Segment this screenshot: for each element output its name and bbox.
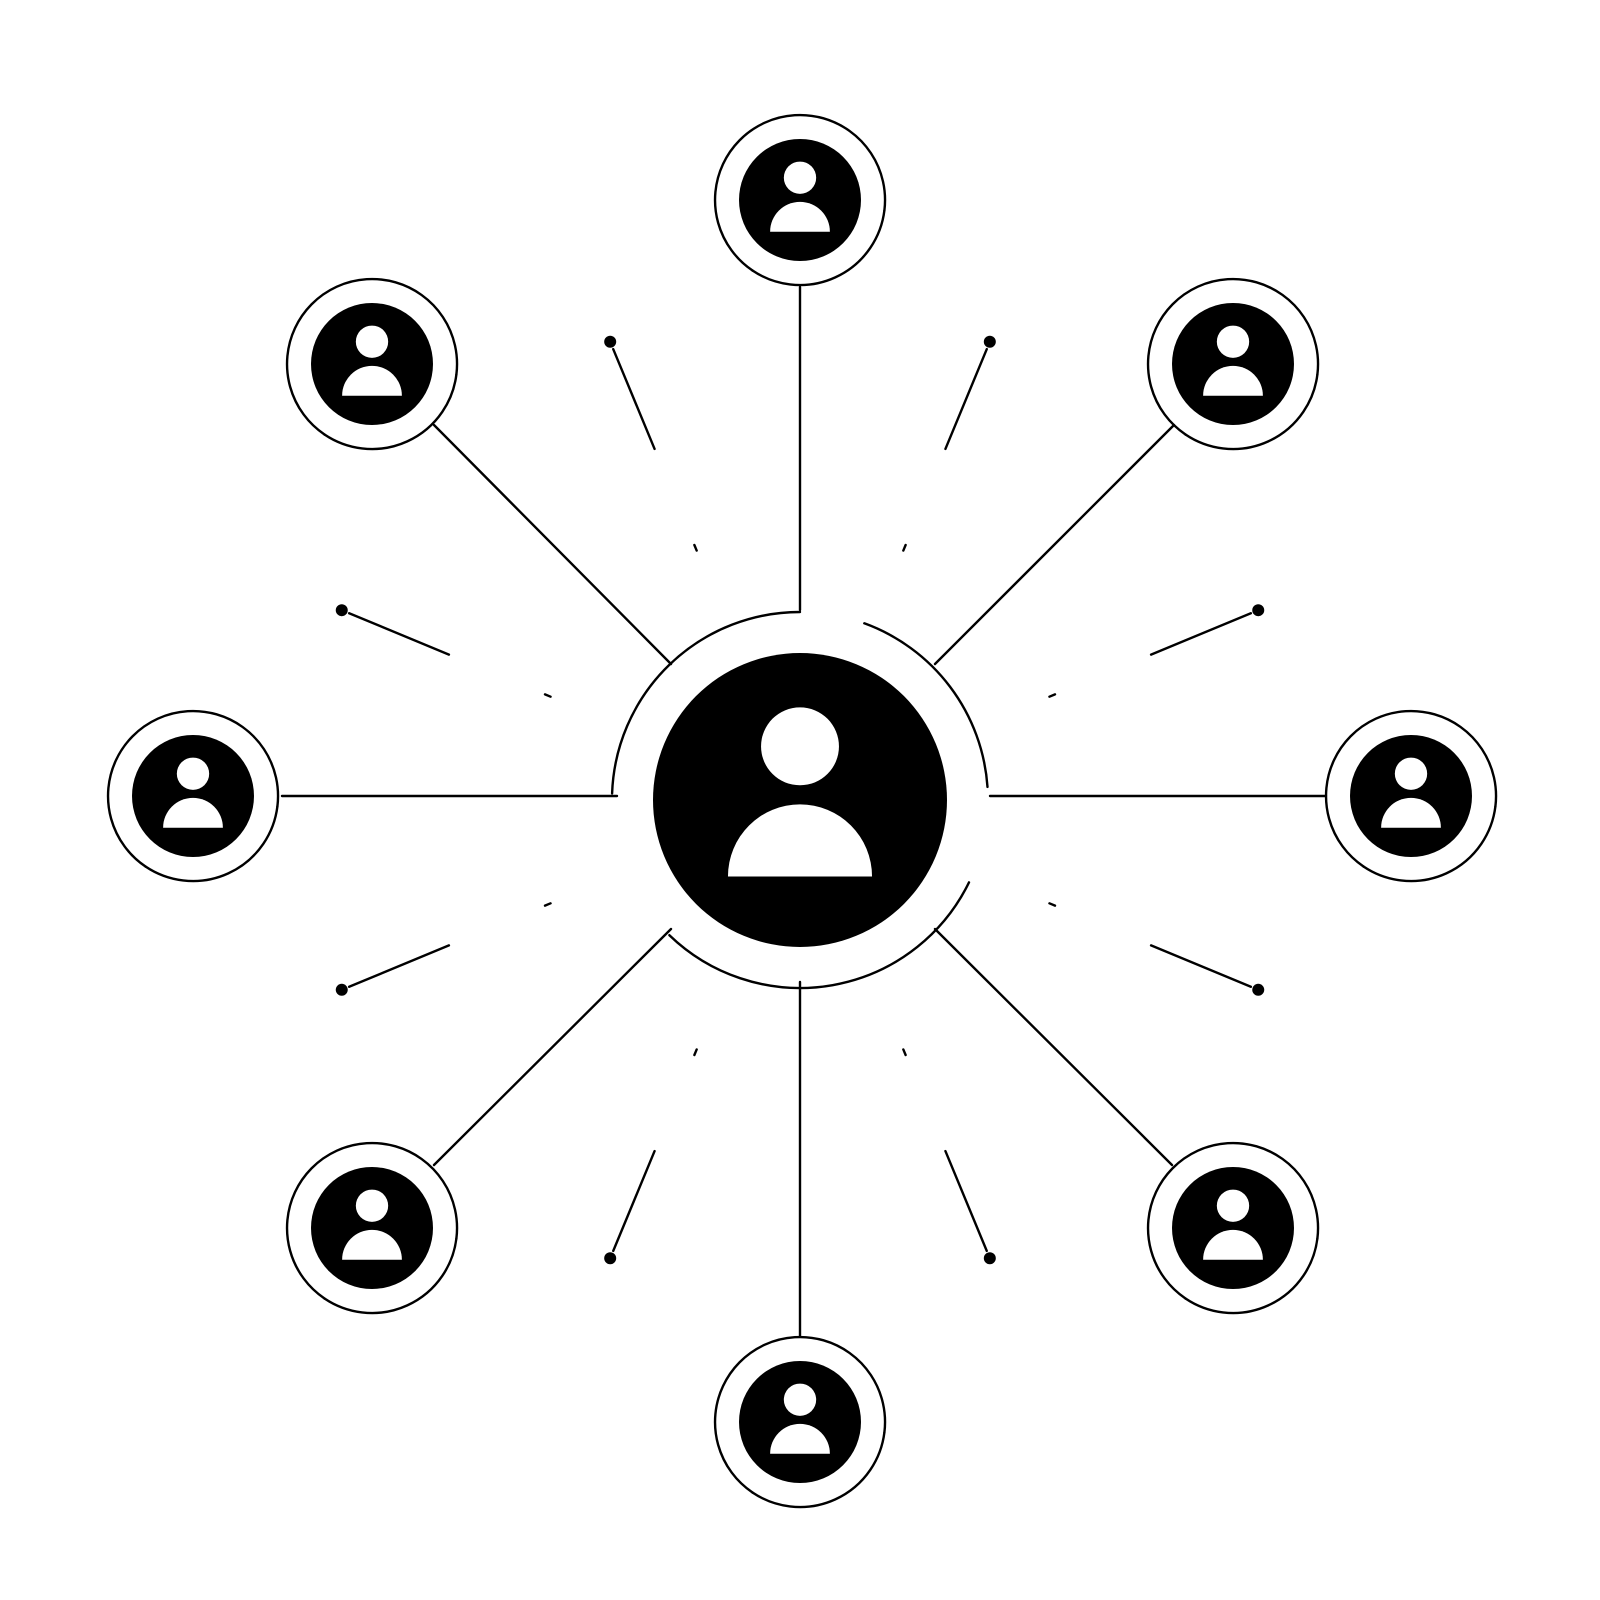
node-top-left: [285, 277, 459, 451]
node-top-user-icon-disc: [739, 139, 861, 261]
hub-ring-arc-bottom: [668, 881, 971, 990]
decor-ray-dot-1: [983, 335, 996, 348]
decor-tick-5: [693, 1048, 698, 1057]
node-bottom-right-user-icon: [1172, 1167, 1294, 1289]
node-right: [1324, 709, 1498, 883]
node-bottom-ring-outer: [713, 1335, 887, 1494]
node-bottom-right-user-icon-head: [1216, 1189, 1250, 1222]
node-bottom-user-icon-disc: [739, 1361, 861, 1483]
connector-line-node-bottom-right: [933, 927, 1174, 1167]
connector-line-node-bottom-left: [432, 927, 673, 1167]
decor-ray-0: [612, 347, 656, 451]
node-top-right-ring: [1184, 373, 1319, 451]
decor-ray-dot-3: [1252, 983, 1265, 996]
node-top-ring-outer: [713, 113, 887, 272]
node-bottom-left-ring: [323, 1237, 458, 1315]
decor-ray-5: [612, 1149, 656, 1253]
hub-user-icon-disc: [653, 653, 947, 947]
node-bottom-left-user-icon-body: [342, 1229, 402, 1260]
node-top-right-user-icon-disc: [1172, 303, 1294, 425]
decor-tick-6: [543, 902, 552, 907]
node-top-right-user-icon-body: [1203, 365, 1263, 396]
decorative-rays: [335, 335, 1265, 1265]
node-bottom-user-icon-head: [783, 1383, 817, 1416]
node-top-left-user-icon-body: [342, 365, 402, 396]
connector-line-node-top-left: [432, 423, 673, 666]
node-bottom-user-icon: [739, 1361, 861, 1483]
node-top-ring: [751, 209, 886, 287]
decor-ray-4: [944, 1149, 988, 1253]
node-bottom-right-ring: [1184, 1237, 1319, 1315]
node-bottom-left-ring-outer: [285, 1141, 459, 1300]
hub-ring-arc-upper-right: [863, 622, 989, 789]
node-left-user-icon: [132, 735, 254, 857]
decor-tick-1: [902, 543, 907, 552]
node-right-ring: [1362, 805, 1497, 883]
node-right-user-icon-disc: [1350, 735, 1472, 857]
decor-tick-2: [1048, 693, 1057, 698]
peripheral-user-nodes: [106, 113, 1498, 1509]
node-left-ring-outer: [106, 709, 280, 868]
node-bottom-left-user-icon-head: [355, 1189, 389, 1222]
decor-tick-4: [902, 1048, 907, 1057]
decor-ray-dot-0: [604, 335, 617, 348]
connector-lines: [280, 285, 1328, 1338]
hub-ring-arc-upper-left: [610, 610, 802, 795]
node-top-right-ring-outer: [1146, 277, 1320, 436]
node-bottom-right-user-icon-disc: [1172, 1167, 1294, 1289]
decor-ray-dot-5: [604, 1252, 617, 1265]
node-bottom-left: [285, 1141, 459, 1315]
node-right-ring-outer: [1324, 709, 1498, 868]
decor-ray-6: [347, 944, 451, 988]
node-top: [713, 113, 887, 287]
decor-tick-0: [693, 543, 698, 552]
hub-user-icon-head: [761, 707, 839, 786]
node-left-ring: [144, 805, 279, 883]
decor-ray-7: [347, 612, 451, 656]
decor-ray-dot-4: [983, 1252, 996, 1265]
decor-ray-dot-2: [1252, 604, 1265, 617]
node-top-user-icon-body: [770, 201, 830, 232]
node-top-left-ring-outer: [285, 277, 459, 436]
node-bottom-right-ring-outer: [1146, 1141, 1320, 1300]
decor-tick-3: [1048, 902, 1057, 907]
decor-ray-3: [1149, 944, 1253, 988]
node-bottom: [713, 1335, 887, 1509]
hub-user-icon: [653, 653, 947, 947]
node-bottom-ring: [751, 1431, 886, 1509]
node-right-user-icon: [1350, 735, 1472, 857]
node-bottom-right-user-icon-body: [1203, 1229, 1263, 1260]
decor-ray-2: [1149, 612, 1253, 656]
node-right-user-icon-body: [1381, 797, 1441, 828]
hub-user-icon-body: [727, 804, 873, 877]
node-left-user-icon-body: [163, 797, 223, 828]
node-top-left-user-icon-disc: [311, 303, 433, 425]
node-left: [106, 709, 280, 883]
node-left-user-icon-disc: [132, 735, 254, 857]
node-top-user-icon-head: [783, 161, 817, 194]
decor-ray-dot-7: [335, 604, 348, 617]
decor-ray-dot-6: [335, 983, 348, 996]
node-right-user-icon-head: [1394, 757, 1428, 790]
decor-ray-1: [944, 347, 988, 451]
node-top-user-icon: [739, 139, 861, 261]
node-top-right: [1146, 277, 1320, 451]
node-top-right-user-icon: [1172, 303, 1294, 425]
node-top-left-user-icon-head: [355, 325, 389, 358]
node-bottom-left-user-icon: [311, 1167, 433, 1289]
central-user-hub: [610, 610, 989, 990]
node-left-user-icon-head: [176, 757, 210, 790]
node-top-left-user-icon: [311, 303, 433, 425]
node-bottom-user-icon-body: [770, 1423, 830, 1454]
connector-line-node-top-right: [933, 423, 1176, 666]
decor-tick-7: [543, 693, 552, 698]
node-top-right-user-icon-head: [1216, 325, 1250, 358]
node-bottom-left-user-icon-disc: [311, 1167, 433, 1289]
node-bottom-right: [1146, 1141, 1320, 1315]
node-top-left-ring: [323, 373, 458, 451]
